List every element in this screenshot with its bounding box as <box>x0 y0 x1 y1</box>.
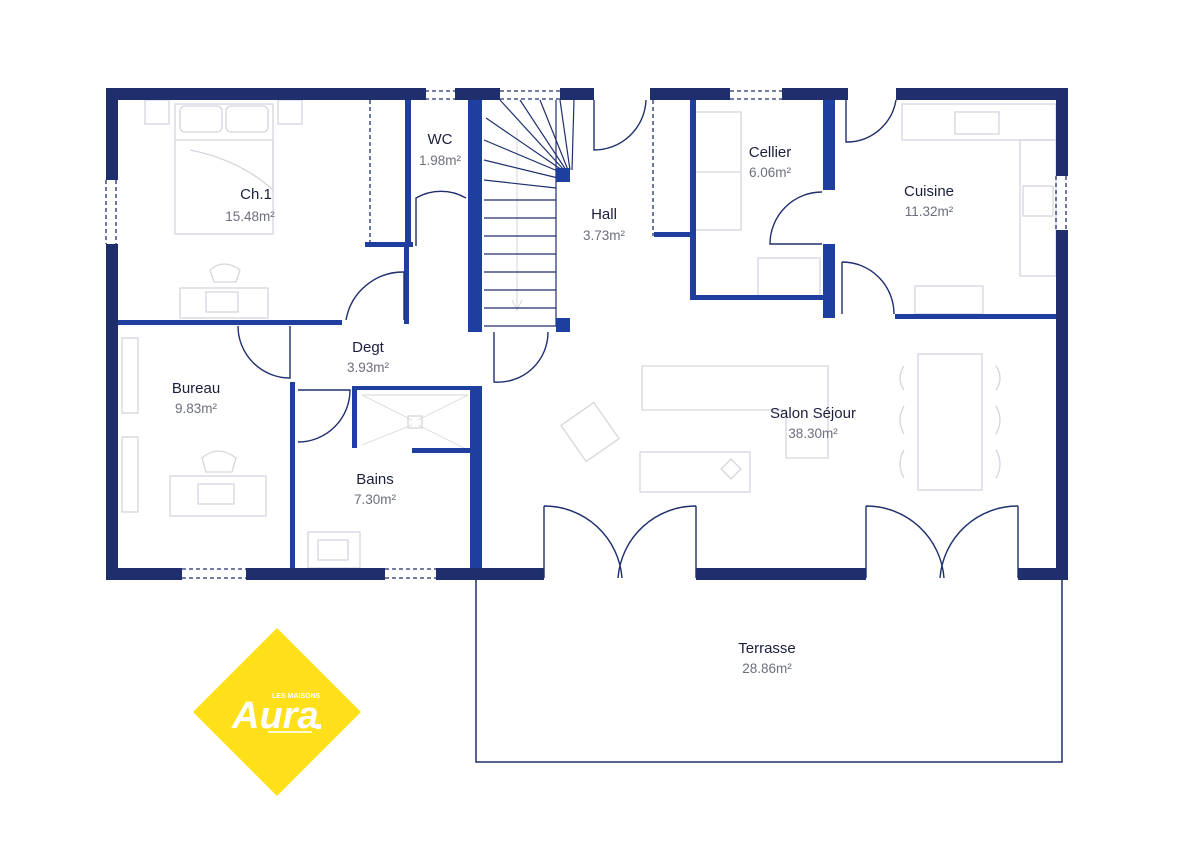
door-ch1 <box>345 271 405 321</box>
room-area-bains: 7.30m² <box>354 492 397 507</box>
fridge <box>914 285 984 315</box>
room-area-bureau: 9.83m² <box>175 401 218 416</box>
room-name-salon: Salon Séjour <box>770 405 856 422</box>
sofa <box>641 365 829 459</box>
basin-inner <box>317 539 349 561</box>
wardrobe <box>121 436 139 513</box>
room-area-cellier: 6.06m² <box>749 165 792 180</box>
room-name-hall: Hall <box>591 206 617 223</box>
room-area-salon: 38.30m² <box>788 426 838 441</box>
armchair <box>560 401 620 463</box>
room-name-bureau: Bureau <box>172 380 220 397</box>
door-cuisine-ext <box>845 99 897 143</box>
door-wc <box>415 190 467 246</box>
nightstand <box>144 99 170 125</box>
room-labels: Ch.1 15.48m² WC 1.98m² Hall 3.73m² Celli… <box>172 131 954 676</box>
french-door-right-2 <box>939 505 1019 579</box>
basin <box>307 531 361 569</box>
french-door-left-1 <box>543 505 623 579</box>
room-area-wc: 1.98m² <box>419 153 462 168</box>
aura-diamond-logo: LES MAISONS Aura <box>193 628 361 796</box>
desk <box>179 287 269 319</box>
sink <box>954 111 1000 135</box>
interior-walls <box>118 100 1056 568</box>
room-name-wc: WC <box>428 131 453 148</box>
door-cellier <box>769 191 823 245</box>
room-name-cuisine: Cuisine <box>904 183 954 200</box>
terrace-outline <box>475 578 1063 763</box>
dining-chair <box>995 405 1001 435</box>
exterior-walls <box>106 88 1068 580</box>
room-area-cuisine: 11.32m² <box>905 204 954 219</box>
room-name-degt: Degt <box>352 339 385 356</box>
doors <box>237 99 1019 579</box>
door-bains <box>297 389 351 443</box>
dining-chair <box>899 365 905 391</box>
windows <box>105 90 1067 579</box>
desk-drawer <box>205 291 239 313</box>
door-bureau <box>237 325 291 379</box>
shelf <box>694 111 742 231</box>
french-door-left-2 <box>617 505 697 579</box>
counter <box>1019 139 1057 277</box>
room-area-terrasse: 28.86m² <box>742 661 792 676</box>
logo-line2: Aura <box>231 695 319 737</box>
room-area-hall: 3.73m² <box>583 228 626 243</box>
room-name-ch1: Ch.1 <box>240 186 272 203</box>
room-name-bains: Bains <box>356 471 394 488</box>
desk-drawer <box>197 483 235 505</box>
dining-chair <box>899 449 905 479</box>
room-name-terrasse: Terrasse <box>738 640 796 657</box>
door-cuisine <box>841 261 895 315</box>
door-entry <box>593 99 647 151</box>
wardrobe <box>121 337 139 414</box>
french-door-right-1 <box>865 505 945 579</box>
dining-chair <box>899 405 905 435</box>
dining-chair <box>995 449 1001 479</box>
pillow <box>179 105 223 133</box>
blanket <box>175 139 274 192</box>
furniture <box>121 99 1057 569</box>
chair <box>201 450 237 473</box>
room-area-ch1: 15.48m² <box>225 209 275 224</box>
shower-drain <box>407 415 423 429</box>
hob <box>1022 185 1054 217</box>
room-area-degt: 3.93m² <box>347 360 390 375</box>
logo-line1: LES MAISONS <box>272 693 321 700</box>
staircase <box>483 99 575 327</box>
pillow <box>225 105 269 133</box>
dining-chair <box>995 365 1001 391</box>
appliance <box>757 257 821 299</box>
table-ornament <box>720 458 742 480</box>
dining-table <box>917 353 983 491</box>
nightstand <box>277 99 303 125</box>
desk <box>169 475 267 517</box>
door-stair-closet <box>493 331 549 383</box>
chair <box>209 263 241 283</box>
room-name-cellier: Cellier <box>749 144 792 161</box>
coffee-table <box>639 451 751 493</box>
